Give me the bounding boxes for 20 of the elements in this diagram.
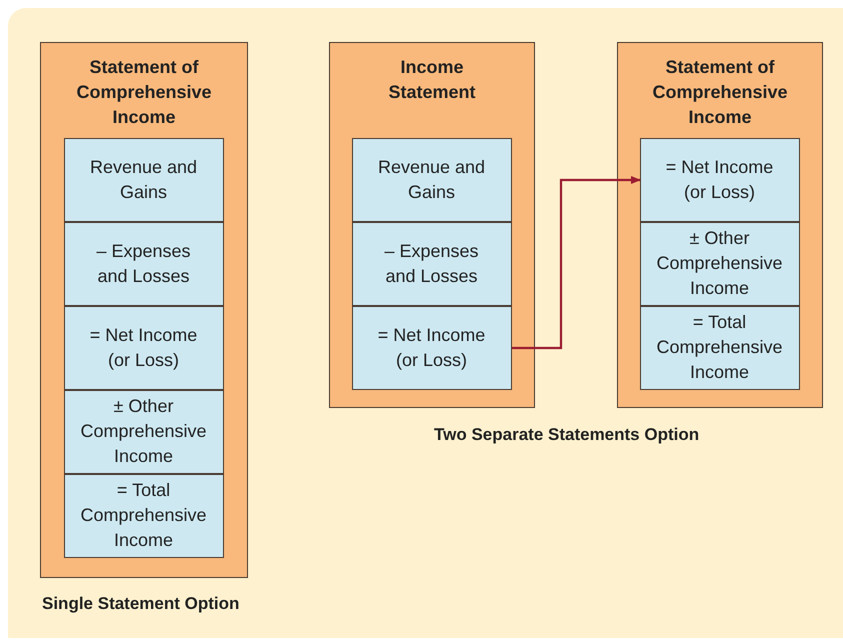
option-caption: Two Separate Statements Option: [434, 425, 700, 445]
statement-panel: [617, 42, 823, 408]
line-item-box: – Expenses and Losses: [64, 222, 224, 306]
line-item-box: Revenue and Gains: [64, 138, 224, 222]
line-item-box: = Total Comprehensive Income: [640, 306, 800, 390]
statement-panel: [40, 42, 248, 578]
statement-heading: Statement of Comprehensive Income: [651, 56, 789, 129]
line-item-box: = Total Comprehensive Income: [64, 474, 224, 558]
arrow: [512, 176, 641, 350]
line-item-box: – Expenses and Losses: [352, 222, 512, 306]
line-item-box: ± Other Comprehensive Income: [640, 222, 800, 306]
line-item-box: = Net Income (or Loss): [64, 306, 224, 390]
option-caption: Single Statement Option: [42, 594, 240, 614]
line-item-box: ± Other Comprehensive Income: [64, 390, 224, 474]
statement-heading: Income Statement: [387, 56, 477, 104]
line-item-box: Revenue and Gains: [352, 138, 512, 222]
statement-panel: [329, 42, 535, 408]
line-item-box: = Net Income (or Loss): [640, 138, 800, 222]
statement-heading: Statement of Comprehensive Income: [75, 56, 213, 129]
line-item-box: = Net Income (or Loss): [352, 306, 512, 390]
